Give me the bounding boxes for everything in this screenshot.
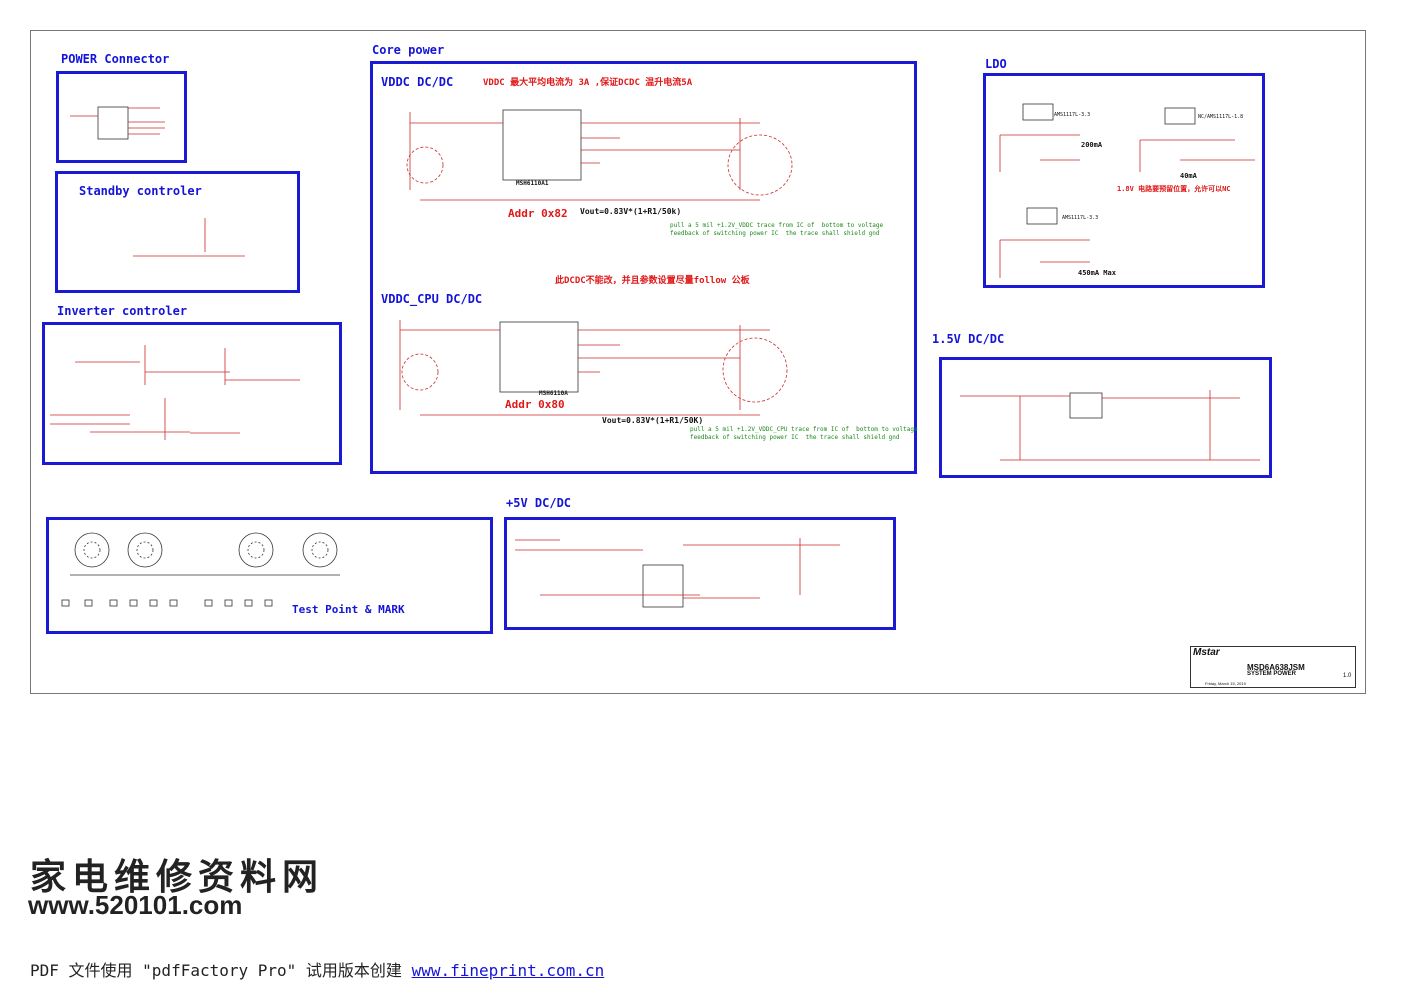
core-power-panel: [370, 61, 917, 474]
vddc-cpu-title: VDDC_CPU DC/DC: [381, 292, 483, 306]
watermark-url: www.520101.com: [28, 890, 243, 920]
standby-panel: [55, 171, 300, 293]
cpu-ic-name: MSH6110A: [539, 390, 568, 397]
vddc-addr: Addr 0x82: [508, 207, 568, 220]
vddc-green-note: pull a 5 mil +1.2V_VDDC trace from IC of…: [670, 222, 884, 237]
cpu-vout: Vout=0.83V*(1+R1/50K): [602, 416, 704, 425]
pdf-footer-text: PDF 文件使用 "pdfFactory Pro" 试用版本创建: [30, 961, 412, 980]
ldo-i2: 40mA: [1180, 172, 1197, 180]
sheet-date: Friday, March 15, 2019: [1205, 681, 1246, 686]
sheet-title: SYSTEM POWER: [1247, 671, 1297, 677]
ldo-ic1: AMS1117L-3.3: [1054, 112, 1091, 118]
ldo-ic2: NC/AMS1117L-1.8: [1198, 114, 1244, 120]
ldo-ic3: AMS1117L-3.3: [1062, 215, 1099, 221]
inverter-title: Inverter controler: [57, 304, 188, 318]
inverter-panel: [42, 322, 342, 465]
revision: 1.0: [1343, 673, 1352, 679]
v15-title: 1.5V DC/DC: [932, 332, 1005, 346]
core-power-title: Core power: [372, 43, 445, 57]
watermark-title: 家电维修资料网: [30, 856, 325, 898]
vddc-title: VDDC DC/DC: [381, 75, 454, 89]
v15-panel: [939, 357, 1272, 478]
test-title: Test Point & MARK: [292, 603, 405, 616]
doc-number: MSD6A638JSM: [1247, 663, 1305, 672]
ldo-note: 1.8V 电路要预留位置，允许可以NC: [1117, 185, 1231, 193]
vddc-vout: Vout=0.83V*(1+R1/50k): [580, 207, 682, 216]
v5-panel: [504, 517, 896, 630]
sheet-border: [30, 30, 1366, 694]
ldo-i1: 200mA: [1081, 141, 1103, 149]
power-connector-panel: [56, 71, 187, 163]
vddc-note: VDDC 最大平均电流为 3A ,保证DCDC 温升电流5A: [483, 78, 693, 88]
ldo-title: LDO: [985, 57, 1007, 71]
vddc-ic-name: MSH6110A1: [516, 180, 549, 187]
cpu-addr: Addr 0x80: [505, 398, 565, 411]
pdf-footer: PDF 文件使用 "pdfFactory Pro" 试用版本创建 www.fin…: [30, 957, 604, 981]
power-connector-title: POWER Connector: [61, 52, 170, 66]
vddc-note2: 此DCDC不能改，并且参数设置尽量follow 公板: [555, 276, 750, 286]
ldo-i3: 450mA Max: [1078, 269, 1116, 277]
test-panel: [46, 517, 493, 634]
v5-title: +5V DC/DC: [506, 496, 572, 510]
ldo-panel: [983, 73, 1265, 288]
company-logo: Mstar: [1193, 647, 1220, 658]
title-block: Mstar MSD6A638JSM SYSTEM POWER 1.0 Frida…: [1190, 646, 1356, 688]
cpu-green-note: pull a 5 mil +1.2V_VDDC_CPU trace from I…: [690, 426, 918, 441]
standby-title: Standby controler: [79, 184, 202, 198]
fineprint-link[interactable]: www.fineprint.com.cn: [411, 961, 605, 980]
